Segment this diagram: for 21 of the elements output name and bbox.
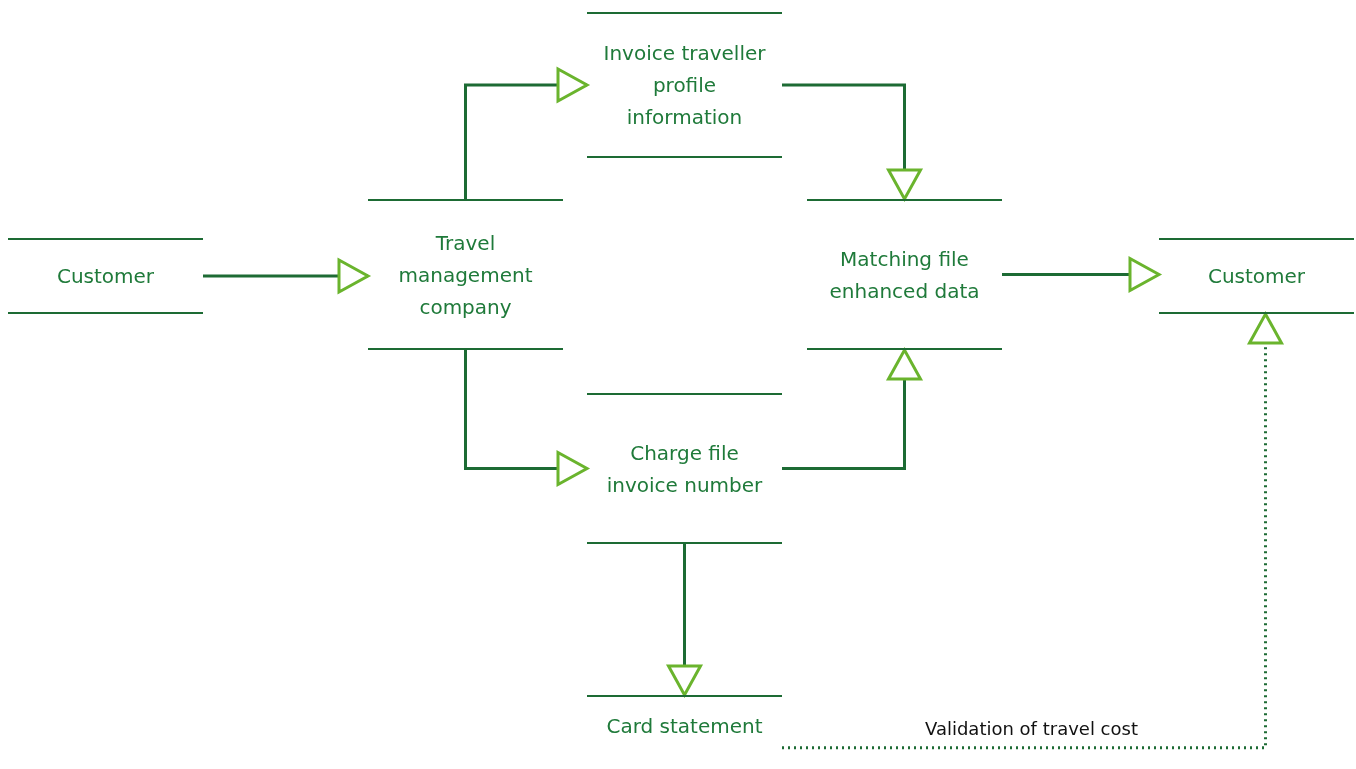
arrow <box>1002 257 1161 292</box>
process-box <box>587 393 782 544</box>
process-box <box>368 199 563 350</box>
arrow <box>782 83 922 201</box>
process-box <box>807 199 1002 350</box>
node-label: Customer <box>1207 263 1306 290</box>
node-label: Card statement <box>606 713 763 740</box>
arrow <box>464 67 589 199</box>
process-box <box>1159 238 1354 314</box>
arrow <box>667 544 702 697</box>
node-label: Matching file enhanced data <box>828 245 981 305</box>
arrow <box>203 258 370 294</box>
process-box <box>8 238 203 314</box>
arrow <box>782 348 922 470</box>
node-label: Invoice traveller profile information <box>602 40 767 131</box>
process-box <box>587 12 782 158</box>
node-label: Travel management company <box>397 229 534 321</box>
dotted-arrow <box>782 312 1283 750</box>
arrow <box>464 350 589 486</box>
node-label: Customer <box>56 263 155 290</box>
node-label: Charge file invoice number <box>605 439 764 499</box>
